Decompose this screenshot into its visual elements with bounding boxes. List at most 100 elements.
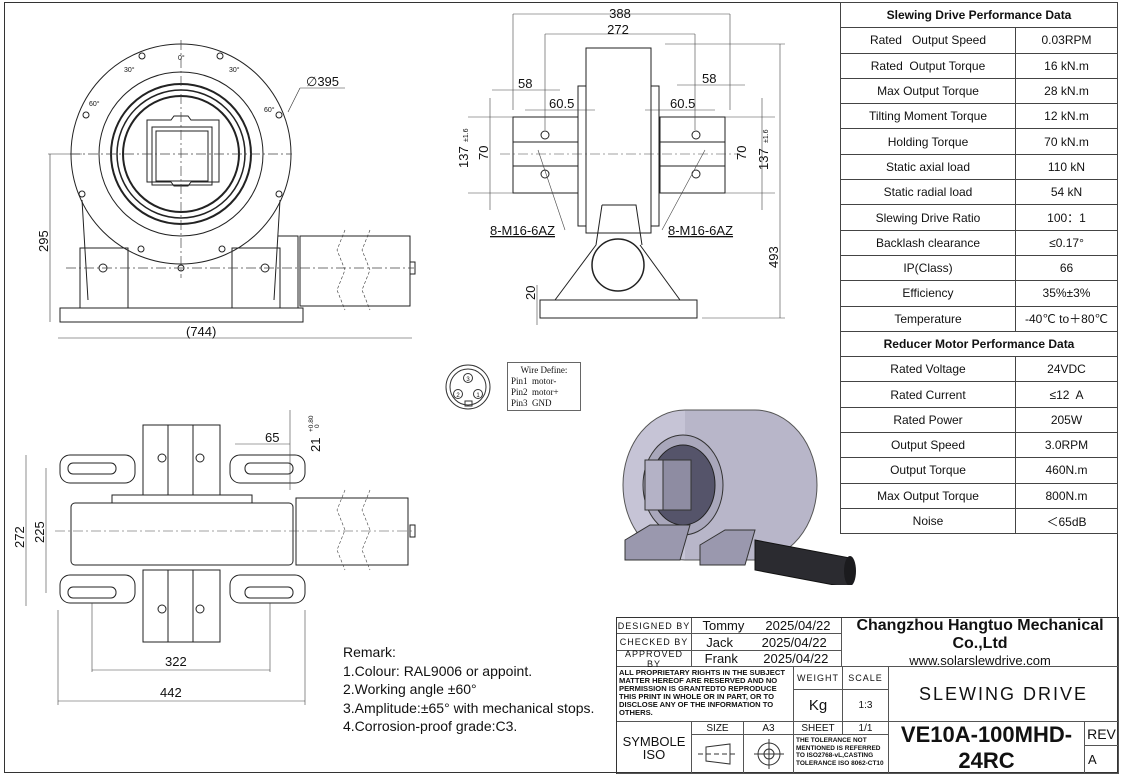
company-name: Changzhou Hangtuo Mechanical Co.,Ltd	[856, 616, 1104, 652]
spec-row: Noise＜65dB	[840, 507, 1118, 535]
spec-value: 66	[1015, 254, 1118, 282]
dim-295: 295	[36, 230, 51, 252]
dim-58-left: 58	[518, 76, 532, 91]
angle-60-left: 60°	[89, 100, 100, 108]
spec-value: 800N.m	[1015, 482, 1118, 509]
spec-value: 70 kN.m	[1015, 128, 1118, 155]
spec-row: Rated Current≤12 A	[840, 381, 1118, 408]
dim-21: 21	[308, 438, 323, 452]
designed-by-label: DESIGNED BY	[617, 618, 692, 634]
motor-table-title: Reducer Motor Performance Data	[840, 330, 1118, 358]
model-number: VE10A-100MHD-24RC	[889, 722, 1085, 774]
projection-symbol-circles	[744, 735, 794, 774]
spec-label: Rated Output Speed	[840, 27, 1016, 54]
tol-21-lower: 0	[314, 424, 321, 428]
spec-label: Output Speed	[840, 432, 1016, 459]
dim-20: 20	[523, 286, 538, 300]
spec-value: ≤0.17°	[1015, 229, 1118, 256]
spec-row: Temperature-40℃ to＋80℃	[840, 305, 1118, 332]
dim-137-left: 137	[456, 146, 471, 168]
spec-value: 205W	[1015, 406, 1118, 434]
tol-21-upper: +0.80	[308, 415, 315, 432]
spec-value: 100：1	[1015, 204, 1118, 231]
spec-row: Backlash clearance≤0.17°	[840, 229, 1118, 256]
side-view: 388 272 58 58 60.5 60.5 137 ±1.6 70 70 1…	[456, 6, 785, 325]
diameter-label: ∅395	[306, 74, 339, 89]
spec-value: 35%±3%	[1015, 280, 1118, 307]
mounting-plate	[146, 115, 220, 187]
spec-value: 110 kN	[1015, 153, 1118, 181]
front-view: ∅395 0° 30° 30° 60° 60° 295 (744)	[36, 40, 416, 339]
tolerance-note: THE TOLERANCE NOT MENTIONED IS REFERRED …	[794, 735, 889, 774]
spec-label: IP(Class)	[840, 254, 1016, 282]
wire-pin1: Pin1 motor-	[511, 376, 557, 386]
spec-value: 24VDC	[1015, 356, 1118, 383]
spec-label: Rated Output Torque	[840, 52, 1016, 79]
dim-493: 493	[766, 246, 781, 268]
remark-item: 2.Working angle ±60°	[343, 681, 477, 697]
angle-60-right: 60°	[264, 106, 275, 114]
wire-pin2: Pin2 motor+	[511, 387, 559, 397]
spec-label: Rated Current	[840, 381, 1016, 408]
checked-date: 2025/04/22	[761, 634, 827, 650]
spec-value: ＜65dB	[1015, 507, 1118, 535]
spec-value: -40℃ to＋80℃	[1015, 305, 1118, 332]
remark-item: 4.Corrosion-proof grade:C3.	[343, 718, 518, 734]
scale-label: SCALE	[843, 667, 889, 690]
approver-name: Frank	[704, 651, 738, 666]
spec-label: Rated Power	[840, 406, 1016, 434]
dim-744: (744)	[186, 324, 216, 339]
weight-value: Kg	[794, 690, 843, 722]
dim-272: 272	[12, 526, 27, 548]
thread-spec-left: 8-M16-6AZ	[490, 223, 555, 238]
spec-value: 460N.m	[1015, 457, 1118, 484]
dim-70-right: 70	[734, 146, 749, 160]
designed-date: 2025/04/22	[765, 618, 831, 633]
approved-date: 2025/04/22	[763, 651, 829, 666]
company-website: www.solarslewdrive.com	[909, 652, 1051, 668]
dim-60-5-right: 60.5	[670, 96, 695, 111]
connector-diagram: 3 2 1	[445, 364, 491, 410]
wire-pin3: Pin3 GND	[511, 398, 552, 408]
angle-30-left: 30°	[124, 66, 135, 74]
tol-137-left: ±1.6	[463, 128, 470, 142]
spec-value: 3.0RPM	[1015, 432, 1118, 459]
dim-58-right: 58	[702, 71, 716, 86]
angle-0: 0°	[178, 54, 185, 62]
spec-label: Static axial load	[840, 153, 1016, 181]
spec-label: Temperature	[840, 305, 1016, 332]
spec-label: Max Output Torque	[840, 482, 1016, 509]
symbol-iso-label: SYMBOLE ISO	[617, 722, 692, 774]
spec-value: 12 kN.m	[1015, 103, 1118, 130]
product-name: SLEWING DRIVE	[889, 667, 1119, 722]
checked-by-label: CHECKED BY	[617, 634, 692, 651]
spec-value: 28 kN.m	[1015, 77, 1118, 105]
rights-notice: ALL PROPRIETARY RIGHTS IN THE SUBJECT MA…	[617, 667, 794, 722]
thread-spec-right: 8-M16-6AZ	[668, 223, 733, 238]
dim-70-left: 70	[476, 146, 491, 160]
dim-65: 65	[265, 430, 279, 445]
angle-30-right: 30°	[229, 66, 240, 74]
spec-value: ≤12 A	[1015, 381, 1118, 408]
spec-value: 16 kN.m	[1015, 52, 1118, 79]
dim-137-right: 137	[756, 148, 771, 170]
approved-by-label: APPROVED BY	[617, 649, 692, 669]
pin-3: 3	[466, 377, 470, 383]
drawing-frame	[4, 2, 1118, 773]
rev-value: A	[1085, 746, 1119, 774]
remark-item: 3.Amplitude:±65° with mechanical stops.	[343, 699, 595, 716]
spec-label: Backlash clearance	[840, 229, 1016, 256]
spec-label: Rated Voltage	[840, 356, 1016, 383]
